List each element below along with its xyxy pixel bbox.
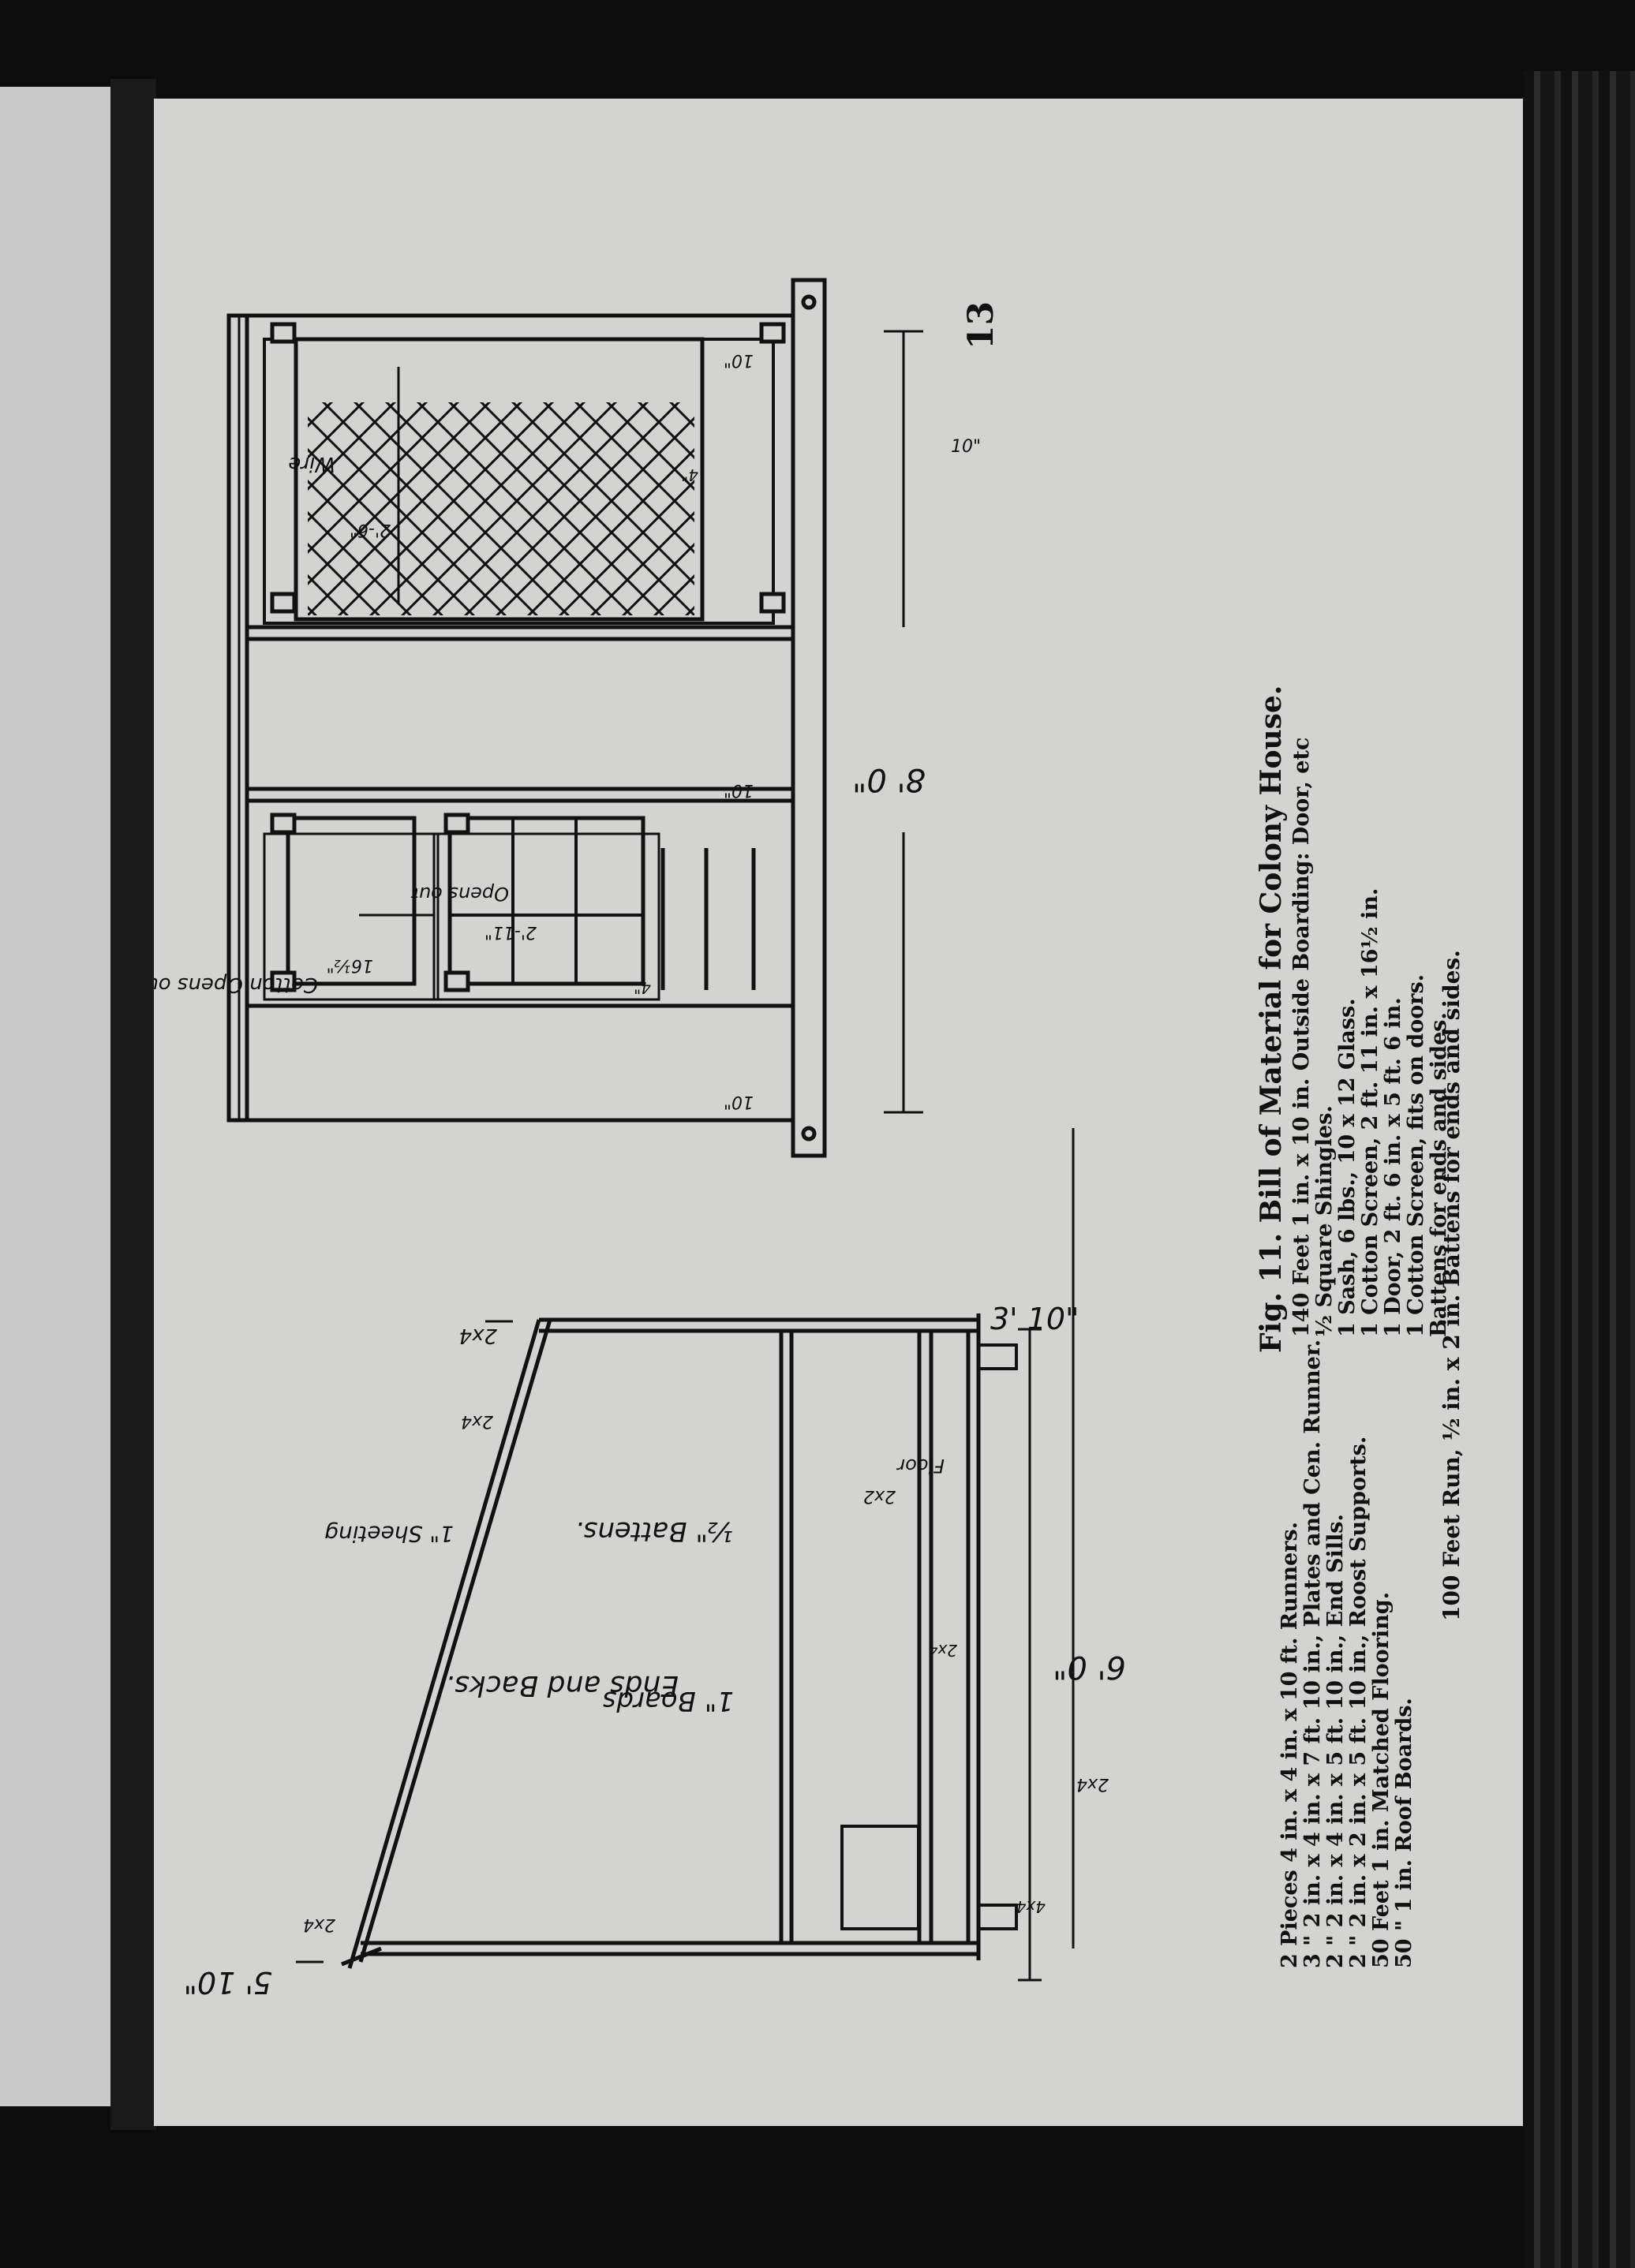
label-opens-out: Opens out	[410, 883, 509, 905]
label-2x4-roof-low: 2x4	[303, 1915, 335, 1934]
dim-depth: 6' 0"	[1053, 1649, 1126, 1685]
bill-line: 3 " 2 in. x 4 in. x 7 ft. 10 in., Plates…	[1300, 1340, 1325, 1968]
bill-line: 2 " 2 in. x 4 in. x 5 ft. 10 in., End Si…	[1323, 1514, 1348, 1968]
end-view-diagram	[296, 1128, 1075, 1982]
dim-10c: 10"	[724, 350, 754, 370]
wire-screen	[294, 337, 705, 622]
label-2x4-sill: 2x4	[1076, 1774, 1109, 1794]
label-floor: Floor	[896, 1455, 945, 1477]
bill-line: 1 Cotton Screen, fits on doors.	[1404, 973, 1428, 1337]
label-4x4-runner: 4x4	[1016, 1897, 1046, 1916]
bill-line: 2 Pieces 4 in. x 4 in. x 10 ft. Runners.	[1278, 1521, 1302, 1968]
label-2x4-floor: 2x4	[928, 1641, 957, 1660]
bill-line: 1 Door, 2 ft. 6 in. x 5 ft. 6 in.	[1381, 997, 1405, 1337]
label-ends-and-backs: Ends and Backs.	[446, 1669, 679, 1702]
label-wire: Wire	[288, 452, 335, 476]
label-2x4-roof-high: 2x4	[459, 1324, 497, 1347]
bill-line: 50 Feet 1 in. Matched Flooring.	[1369, 1592, 1394, 1968]
dim-10-door: 10"	[951, 437, 981, 457]
dim-4a: 4"	[634, 978, 651, 997]
plan-drawings: Ends and Backs. 1" Boards ½" Battens. 1"…	[154, 278, 1126, 2000]
book-gutter	[110, 79, 156, 2130]
label-sheeting: 1" Sheeting	[324, 1521, 454, 1547]
bill-left-column: 2 Pieces 4 in. x 4 in. x 10 ft. Runners.…	[1278, 1340, 1416, 1968]
dim-16half: 16½"	[327, 955, 373, 975]
end-view-labels: Ends and Backs. 1" Boards ½" Battens. 1"…	[183, 1302, 1126, 2000]
label-battens: ½" Battens.	[575, 1515, 734, 1547]
dim-left-height: 5' 10"	[183, 1965, 272, 2000]
sash-window	[447, 816, 645, 986]
bill-line: 1 Cotton Screen, 2 ft. 11 in. x 16½ in.	[1358, 887, 1382, 1337]
front-view-diagram	[226, 278, 923, 1158]
label-2x4-rafter: 2x4	[461, 1411, 493, 1431]
bill-right-column: 140 Feet 1 in. x 10 in. Outside Boarding…	[1289, 737, 1451, 1337]
cotton-screen-window	[286, 816, 417, 986]
dim-width-8-0: 8' 0"	[852, 761, 926, 798]
previous-page-edge	[0, 87, 110, 2106]
book-page: 13	[154, 99, 1523, 2126]
label-boards: 1" Boards	[603, 1685, 734, 1717]
figure-caption: Fig. 11. Bill of Material for Colony Hou…	[1255, 685, 1288, 1353]
roof-line	[347, 1319, 541, 1969]
front-view-labels: Cotton Opens out Opens out Wire 16½" 2'-…	[154, 350, 981, 1112]
dim-4b: 4"	[681, 465, 698, 484]
bill-line: ½ Square Shingles.	[1312, 1105, 1337, 1337]
bill-line: 1 Sash, 6 lbs., 10 x 12 Glass.	[1335, 998, 1360, 1337]
bill-line: 2 " 2 in. x 2 in. x 5 ft. 10 in., Roost …	[1346, 1436, 1371, 1968]
bill-footer: 100 Feet Run, ½ in. x 2 in. Battens for …	[1439, 950, 1465, 1621]
bill-line: 140 Feet 1 in. x 10 in. Outside Boarding…	[1289, 737, 1314, 1337]
label-2x2-roost: 2x2	[863, 1486, 896, 1506]
rotated-page-content: 13	[154, 99, 1523, 2126]
dim-10a: 10"	[724, 1092, 754, 1112]
label-cotton-opens-out: Cotton Opens out	[154, 973, 318, 996]
book-spine	[1523, 71, 1635, 2268]
dim-2-11: 2'-11"	[485, 922, 537, 942]
dim-2-6: 2'-6"	[350, 520, 391, 540]
bill-line: 50 " 1 in. Roof Boards.	[1392, 1698, 1416, 1968]
dim-10b: 10"	[724, 780, 754, 800]
dim-right-height: 3' 10"	[990, 1302, 1079, 1336]
